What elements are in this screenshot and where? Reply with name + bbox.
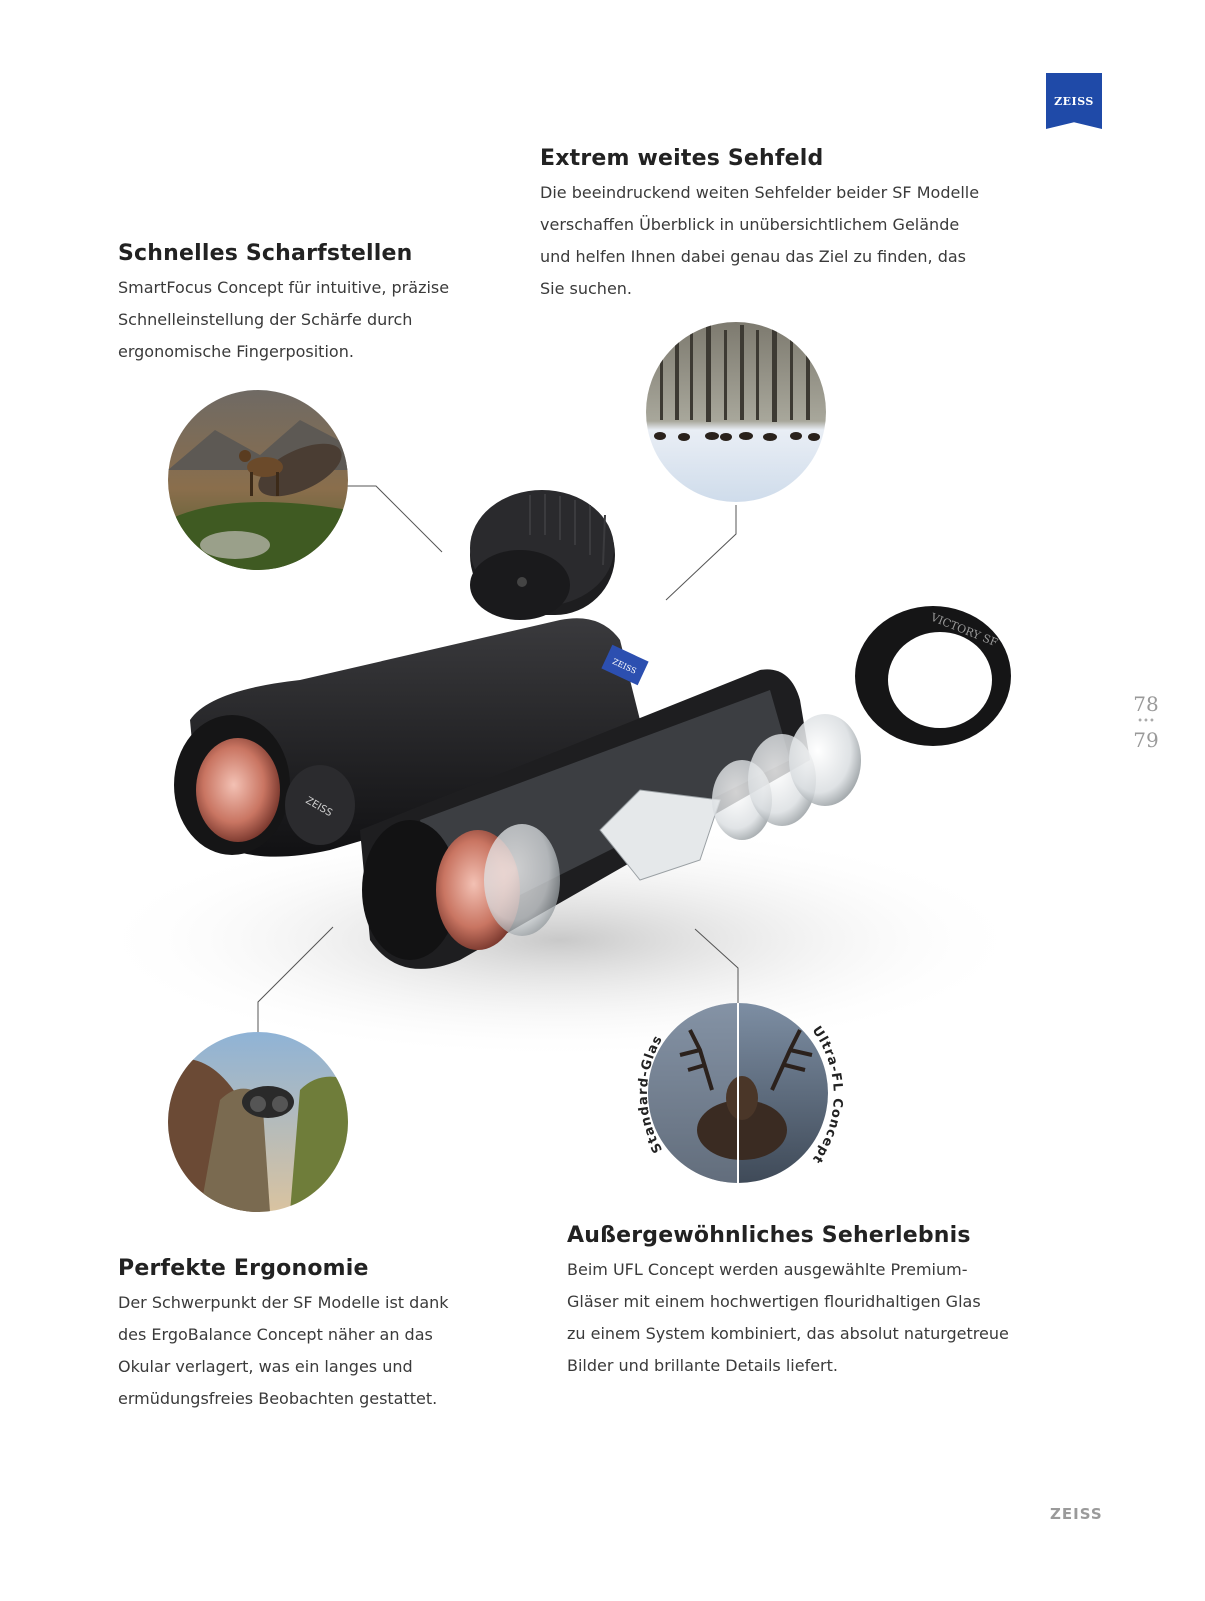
text-line: Sie suchen. — [540, 279, 633, 298]
viewing-section: Außergewöhnliches Seherlebnis Beim UFL C… — [567, 1223, 1027, 1382]
stag-comparison-photo — [648, 1003, 828, 1183]
text-line: ergonomische Fingerposition. — [118, 342, 354, 361]
text-line: des ErgoBalance Concept näher an das — [118, 1325, 433, 1344]
text-line: zu einem System kombiniert, das absolut … — [567, 1324, 1009, 1343]
page-numbers: 78 ••• 79 — [1130, 692, 1162, 752]
section-heading: Perfekte Ergonomie — [118, 1256, 369, 1281]
text-line: Bilder und brillante Details liefert. — [567, 1356, 838, 1375]
text-line: Gläser mit einem hochwertigen flouridhal… — [567, 1292, 981, 1311]
page-number-left: 78 — [1133, 692, 1159, 716]
field-of-view-section: Extrem weites Sehfeld Die beeindruckend … — [540, 146, 1000, 305]
text-line: Die beeindruckend weiten Sehfelder beide… — [540, 183, 980, 202]
text-line: SmartFocus Concept für intuitive, präzis… — [118, 278, 450, 297]
eyepiece-ring: VICTORY SF — [855, 606, 1011, 746]
footer-brand: ZEISS — [1050, 1505, 1103, 1523]
text-line: Beim UFL Concept werden ausgewählte Prem… — [567, 1260, 968, 1279]
text-line: ermüdungsfreies Beobachten gestattet. — [118, 1389, 438, 1408]
section-heading: Extrem weites Sehfeld — [540, 146, 824, 171]
focusing-section: Schnelles Scharfstellen SmartFocus Conce… — [118, 241, 498, 368]
text-line: Okular verlagert, was ein langes und — [118, 1357, 413, 1376]
ergonomics-section: Perfekte Ergonomie Der Schwerpunkt der S… — [118, 1256, 498, 1415]
binocular-body: ZEISS ZEISS — [174, 490, 861, 969]
text-line: Der Schwerpunkt der SF Modelle ist dank — [118, 1293, 449, 1312]
section-heading: Außergewöhnliches Seherlebnis — [567, 1223, 971, 1248]
hunter-photo — [168, 1032, 348, 1212]
page-number-right: 79 — [1133, 728, 1159, 752]
zeiss-logo: ZEISS — [1046, 73, 1102, 129]
text-line: Schnelleinstellung der Schärfe durch — [118, 310, 413, 329]
page-separator-icon: ••• — [1137, 716, 1155, 727]
section-heading: Schnelles Scharfstellen — [118, 241, 413, 266]
text-line: verschaffen Überblick in unübersichtlich… — [540, 215, 960, 234]
winter-forest-photo — [646, 322, 826, 502]
chamois-photo — [168, 390, 348, 570]
text-line: und helfen Ihnen dabei genau das Ziel zu… — [540, 247, 967, 266]
